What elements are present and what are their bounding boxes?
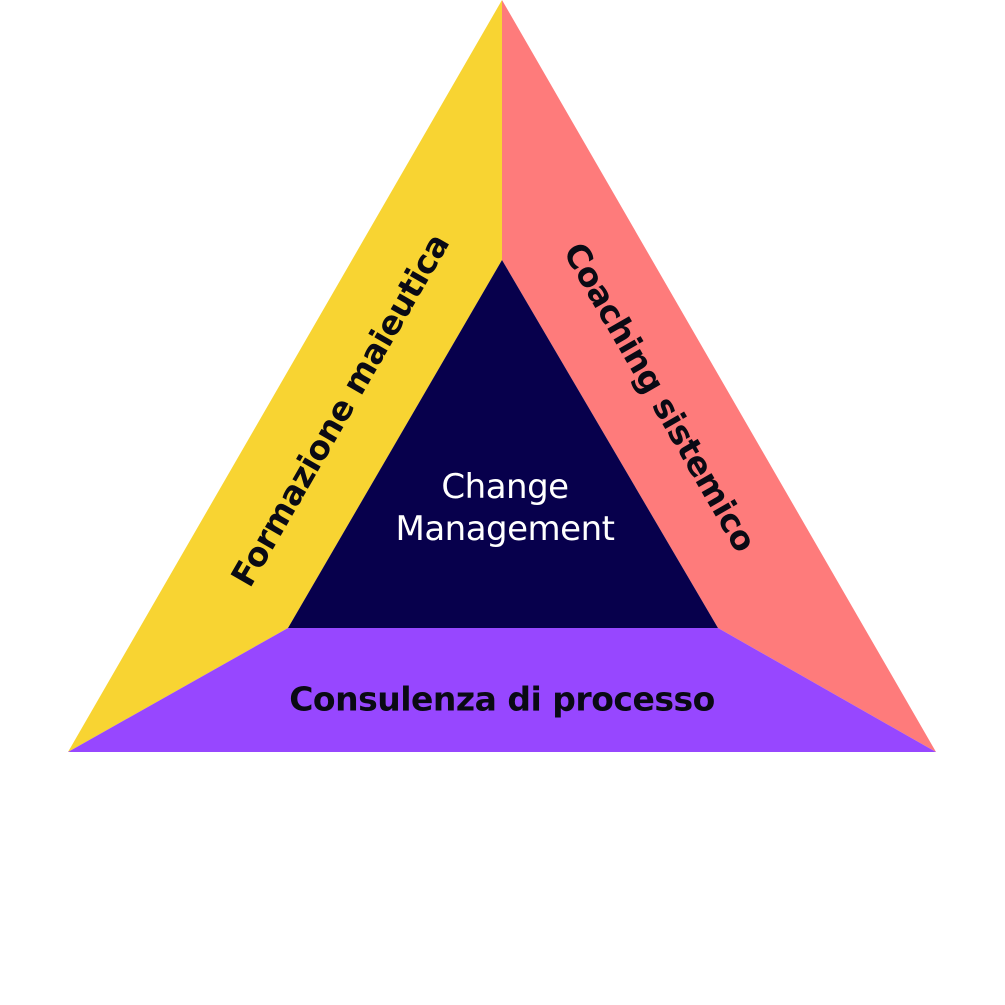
center-label: Change Management bbox=[355, 466, 655, 550]
center-segment bbox=[288, 260, 718, 628]
center-label-line1: Change bbox=[441, 467, 569, 507]
center-label-line2: Management bbox=[395, 509, 615, 549]
left-segment bbox=[68, 0, 502, 752]
bottom-label: Consulenza di processo bbox=[289, 679, 715, 719]
right-segment bbox=[502, 0, 936, 752]
bottom-segment bbox=[68, 628, 936, 752]
